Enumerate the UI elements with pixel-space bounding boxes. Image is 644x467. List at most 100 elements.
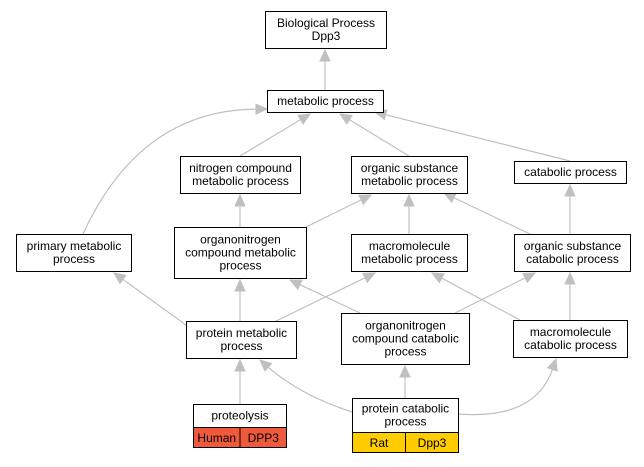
edge-layer	[82, 48, 576, 416]
node-proteolysis[interactable]: proteolysis	[193, 404, 287, 428]
gene-label: DPP3	[248, 431, 280, 445]
edge-arrowhead	[259, 359, 273, 372]
edge-metabolic-to-root	[319, 48, 331, 90]
node-label-line: process	[384, 345, 426, 359]
edge-protein_met-to-organonit_met	[234, 278, 246, 321]
edge-arrowhead	[234, 358, 246, 372]
edge-protein_cat-to-macro_cat	[457, 357, 558, 416]
edge-organonit_cat-to-organonit_met	[288, 279, 361, 314]
edge-arrowhead	[564, 271, 576, 285]
edge-arrowhead	[399, 364, 411, 378]
node-label-line: process	[384, 415, 426, 429]
node-label-line: macromolecule	[369, 239, 451, 253]
node-label-line: protein metabolic	[196, 326, 287, 340]
node-label-line: catabolic process	[526, 252, 619, 266]
node-label-line: nitrogen compound	[189, 161, 292, 175]
edge-arrowhead	[234, 193, 246, 207]
species-label: Human	[197, 431, 236, 445]
annotation-tag-proteolysis: Human DPP3	[193, 427, 287, 448]
node-box	[352, 398, 459, 433]
edge-orgsub_cat-to-orgsub_met	[442, 192, 531, 235]
edge-arrowhead	[288, 279, 303, 291]
edge-protein_cat-to-protein_met	[259, 359, 353, 413]
node-box	[267, 90, 384, 113]
node-label-line: Dpp3	[312, 29, 341, 43]
node-label-line: metabolic process	[361, 174, 458, 188]
edge-protein_met-to-primary	[113, 272, 187, 326]
node-label-line: organonitrogen	[365, 319, 446, 333]
edge-orgsub_cat-to-catabolic	[564, 183, 576, 234]
edge-line	[441, 277, 521, 321]
gene-label: Dpp3	[418, 436, 447, 450]
edge-line	[275, 277, 366, 322]
edge-arrowhead	[319, 48, 331, 62]
node-box	[513, 320, 628, 358]
node-label-line: protein catabolic	[362, 402, 449, 416]
node-label-line: compound metabolic	[185, 246, 296, 260]
gene-cell	[405, 432, 459, 453]
edge-primary-to-metabolic	[82, 103, 269, 235]
edge-arrowhead	[338, 113, 353, 125]
node-label-line: process	[53, 252, 95, 266]
edge-line	[385, 114, 571, 162]
edge-line	[453, 197, 531, 235]
node-label-line: metabolic process	[192, 174, 289, 188]
edge-line	[299, 284, 361, 314]
edge-arrowhead	[358, 194, 373, 206]
edge-protein_cat-to-organonit_cat	[399, 364, 411, 398]
node-label-line: compound catabolic	[352, 332, 459, 346]
edge-arrowhead	[564, 183, 576, 197]
node-label-line: process	[220, 339, 262, 353]
node-label-line: macromolecule	[530, 325, 612, 339]
edge-arrowhead	[546, 357, 558, 372]
edge-line	[82, 108, 257, 235]
node-label-line: metabolic process	[277, 94, 374, 108]
node-label-line: catabolic process	[524, 165, 617, 179]
edge-arrowhead	[234, 278, 246, 292]
node-box	[180, 156, 301, 194]
edge-arrowhead	[442, 192, 457, 204]
node-label-line: process	[219, 259, 261, 273]
edge-line	[305, 199, 362, 228]
edge-arrowhead	[430, 272, 445, 284]
node-catabolic[interactable]: catabolic process	[514, 161, 627, 184]
node-box	[341, 313, 470, 365]
node-label-line: proteolysis	[211, 409, 268, 423]
node-label-line: organonitrogen	[200, 233, 281, 247]
node-metabolic[interactable]: metabolic process	[267, 90, 384, 113]
edge-arrowhead	[255, 103, 269, 115]
node-box	[514, 161, 627, 184]
edge-arrowhead	[113, 272, 127, 285]
edge-arrowhead	[297, 113, 312, 125]
node-label-line: Biological Process	[277, 16, 375, 30]
edge-line	[239, 119, 301, 157]
edge-organonit_met-to-orgsub_met	[305, 194, 373, 228]
node-label-line: organic substance	[524, 239, 622, 253]
node-label-line: metabolic process	[361, 252, 458, 266]
edge-arrowhead	[522, 272, 537, 284]
edge-proteolysis-to-protein_met	[234, 358, 246, 404]
edge-macro_cat-to-macro_met	[430, 272, 521, 321]
edge-organonit_met-to-nitrogen	[234, 193, 246, 227]
edge-macro_met-to-orgsub_met	[403, 193, 415, 234]
node-box	[351, 156, 468, 194]
node-box	[186, 321, 297, 359]
node-box	[16, 234, 132, 272]
node-label-line: organic substance	[361, 161, 459, 175]
edge-macro_cat-to-orgsub_cat	[564, 271, 576, 320]
edge-line	[267, 366, 353, 413]
